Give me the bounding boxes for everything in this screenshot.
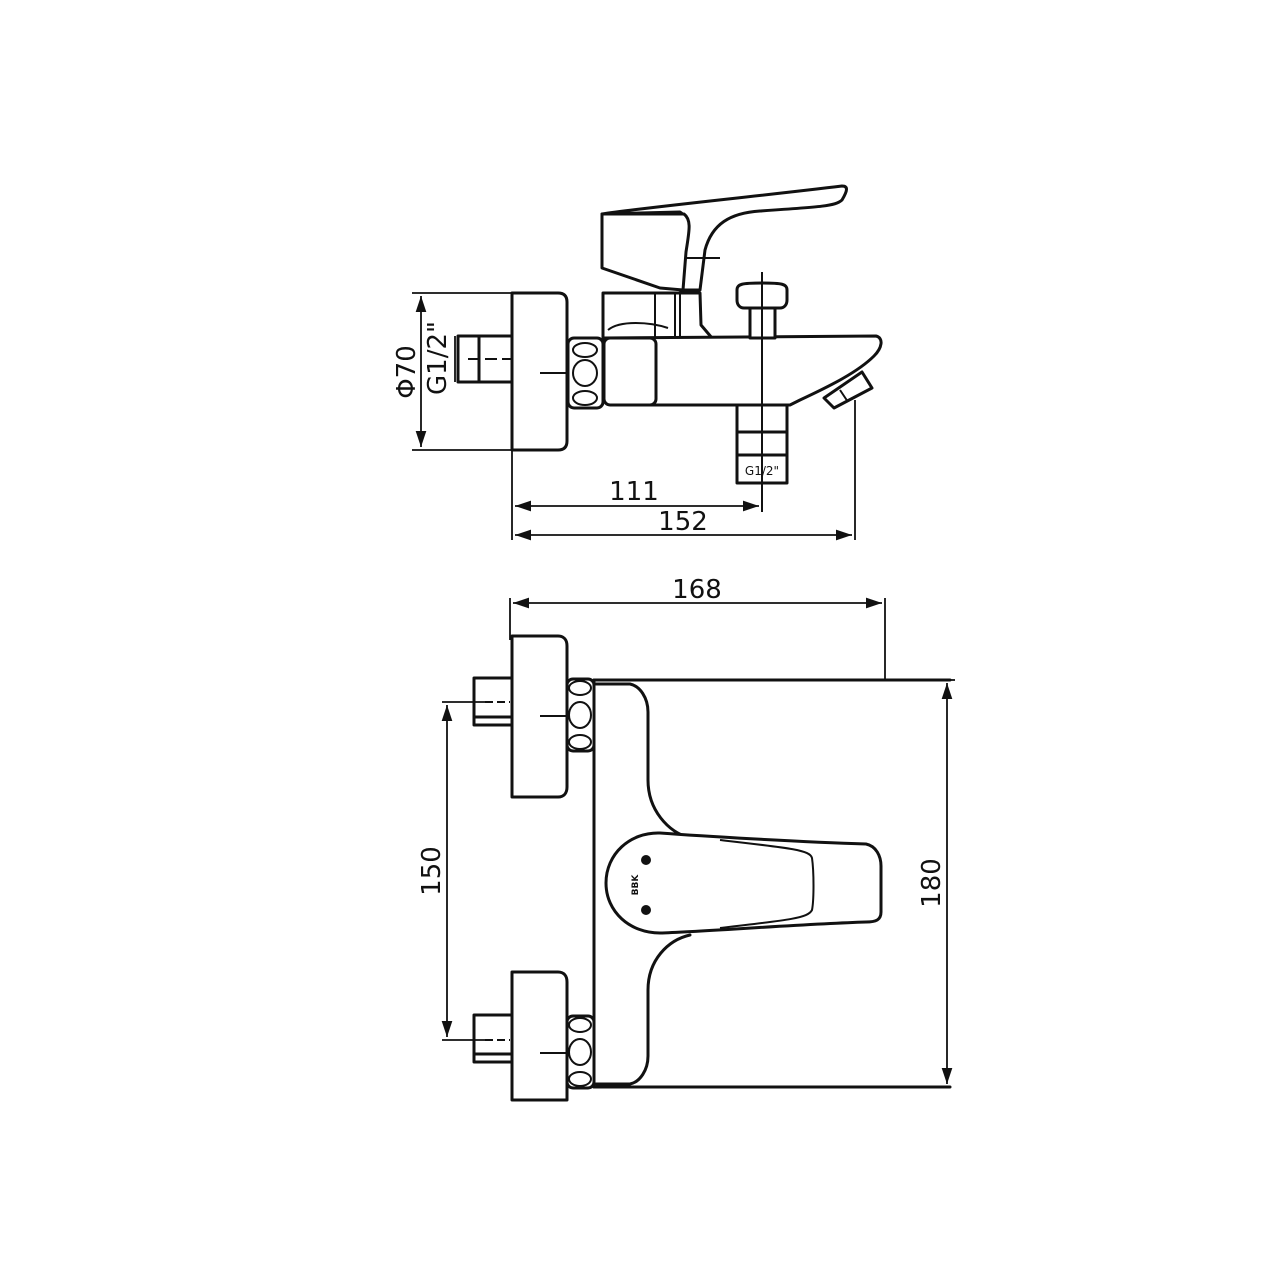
side-view: Φ70 G1/2" G1/2" 111 152 (392, 184, 883, 541)
inlet-stub (456, 334, 514, 384)
top-view: 168 BBK (417, 575, 955, 1102)
inlet-thread-label: G1/2" (423, 321, 453, 395)
dimension-lines-centers (441, 701, 485, 1041)
wall-flange-top (510, 634, 569, 799)
hex-nut-top (565, 677, 596, 753)
flange-diameter-label: Φ70 (392, 345, 422, 399)
lever-top (604, 831, 883, 935)
spout-outlet (822, 370, 874, 410)
wall-flange-bottom (510, 970, 569, 1102)
screw-top (641, 855, 651, 865)
dimension-lines-side (412, 292, 856, 541)
outlet-thread-label: G1/2" (745, 464, 779, 478)
dim-180: 180 (917, 858, 947, 908)
dimension-lines-height (941, 679, 955, 1084)
dim-150: 150 (417, 846, 447, 896)
brand-logo: BBK (631, 874, 641, 896)
wall-flange (510, 291, 569, 452)
dim-152: 152 (658, 507, 708, 537)
lever-body (600, 212, 691, 292)
hex-nut (566, 336, 605, 410)
screw-bottom (641, 905, 651, 915)
dim-111: 111 (609, 477, 659, 507)
svg-text:BBK: BBK (631, 874, 641, 896)
dim-168: 168 (672, 575, 722, 605)
inlet-stub-bottom (472, 1013, 514, 1064)
spout-body (602, 334, 883, 407)
hex-nut-bottom (565, 1014, 596, 1090)
cartridge (601, 291, 714, 340)
